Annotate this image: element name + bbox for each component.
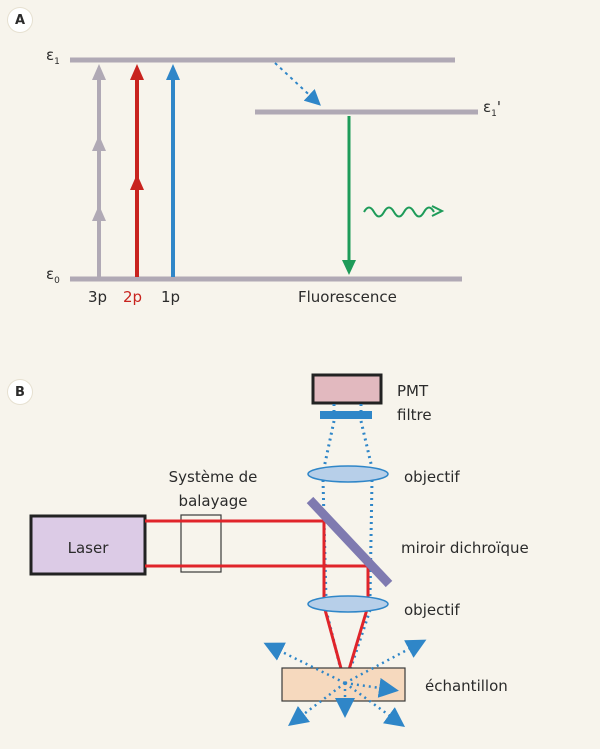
level-e1-prime-mark: ' — [496, 98, 501, 116]
panel-b-badge: B — [8, 380, 32, 404]
three-photon-arrowhead-2 — [92, 135, 106, 151]
level-e1-symbol: ε — [46, 46, 55, 64]
label-fluorescence: Fluorescence — [298, 288, 397, 306]
level-e1-prime-label: ε1' — [483, 100, 501, 119]
filter-plate — [320, 411, 372, 419]
level-e1-prime-subscript: 1 — [491, 109, 497, 119]
label-2p: 2p — [123, 288, 143, 306]
objective-lens-bottom — [307, 595, 389, 613]
level-e1-label: ε1 — [46, 48, 60, 67]
two-photon-arrows — [130, 64, 144, 277]
label-objectif-bottom: objectif — [404, 601, 460, 619]
three-photon-arrows — [92, 64, 106, 277]
scattered-emission — [263, 639, 427, 727]
level-e0-label: ε0 — [46, 267, 60, 286]
label-echantillon: échantillon — [425, 677, 508, 695]
dichroic-mirror — [306, 496, 393, 588]
label-filtre: filtre — [397, 406, 432, 424]
pmt-box — [311, 373, 383, 405]
label-miroir: miroir dichroïque — [401, 539, 529, 557]
level-e0-subscript: 0 — [54, 276, 60, 286]
level-e0-symbol: ε — [46, 265, 55, 283]
three-photon-arrowhead-1 — [92, 64, 106, 80]
panel-a-badge: A — [8, 8, 32, 32]
one-photon-arrow — [166, 64, 180, 277]
scan-system-box — [180, 514, 222, 573]
label-scan-line-1: Système de — [168, 468, 258, 486]
label-objectif-top: objectif — [404, 468, 460, 486]
two-photon-arrowhead-2 — [130, 174, 144, 190]
label-3p: 3p — [88, 288, 108, 306]
level-e1-prime-symbol: ε — [483, 98, 492, 116]
label-scan-line-2: balayage — [178, 492, 248, 510]
laser-box — [29, 514, 147, 576]
emitted-photon-wave — [363, 205, 445, 218]
label-1p: 1p — [161, 288, 181, 306]
objective-lens-top — [307, 465, 389, 483]
relaxation-arrow — [274, 62, 321, 106]
label-pmt: PMT — [397, 382, 429, 400]
label-laser: Laser — [67, 539, 109, 557]
two-photon-arrowhead-1 — [130, 64, 144, 80]
fluorescence-arrow — [342, 116, 356, 275]
sample-box — [281, 667, 406, 702]
three-photon-arrowhead-3 — [92, 205, 106, 221]
level-e1-subscript: 1 — [54, 57, 60, 67]
